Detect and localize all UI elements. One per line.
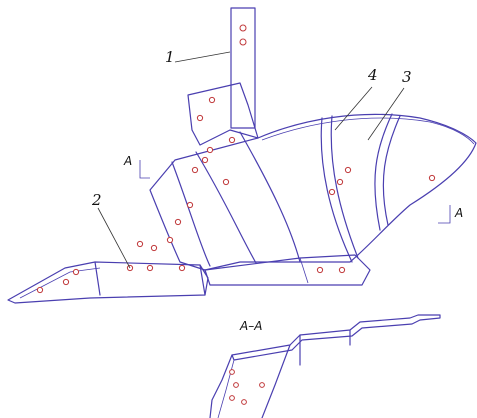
section-title: A–A <box>239 319 262 333</box>
part-label-1: 1 <box>165 48 175 66</box>
part-label-3: 3 <box>402 68 412 86</box>
share <box>7 261 209 304</box>
section-mark-left-label: A <box>123 154 132 168</box>
section-view: A–A <box>209 314 441 418</box>
wing-plate <box>187 82 259 146</box>
part-label-4: 4 <box>367 66 378 84</box>
landside <box>204 254 371 286</box>
section-marker-right: A <box>438 205 463 224</box>
mouldboard <box>136 113 477 271</box>
section-mark-right-label: A <box>454 206 463 220</box>
part-label-2: 2 <box>91 191 102 209</box>
leader-lines <box>97 51 405 269</box>
shank <box>230 7 256 129</box>
section-marker-left: A <box>123 154 150 179</box>
